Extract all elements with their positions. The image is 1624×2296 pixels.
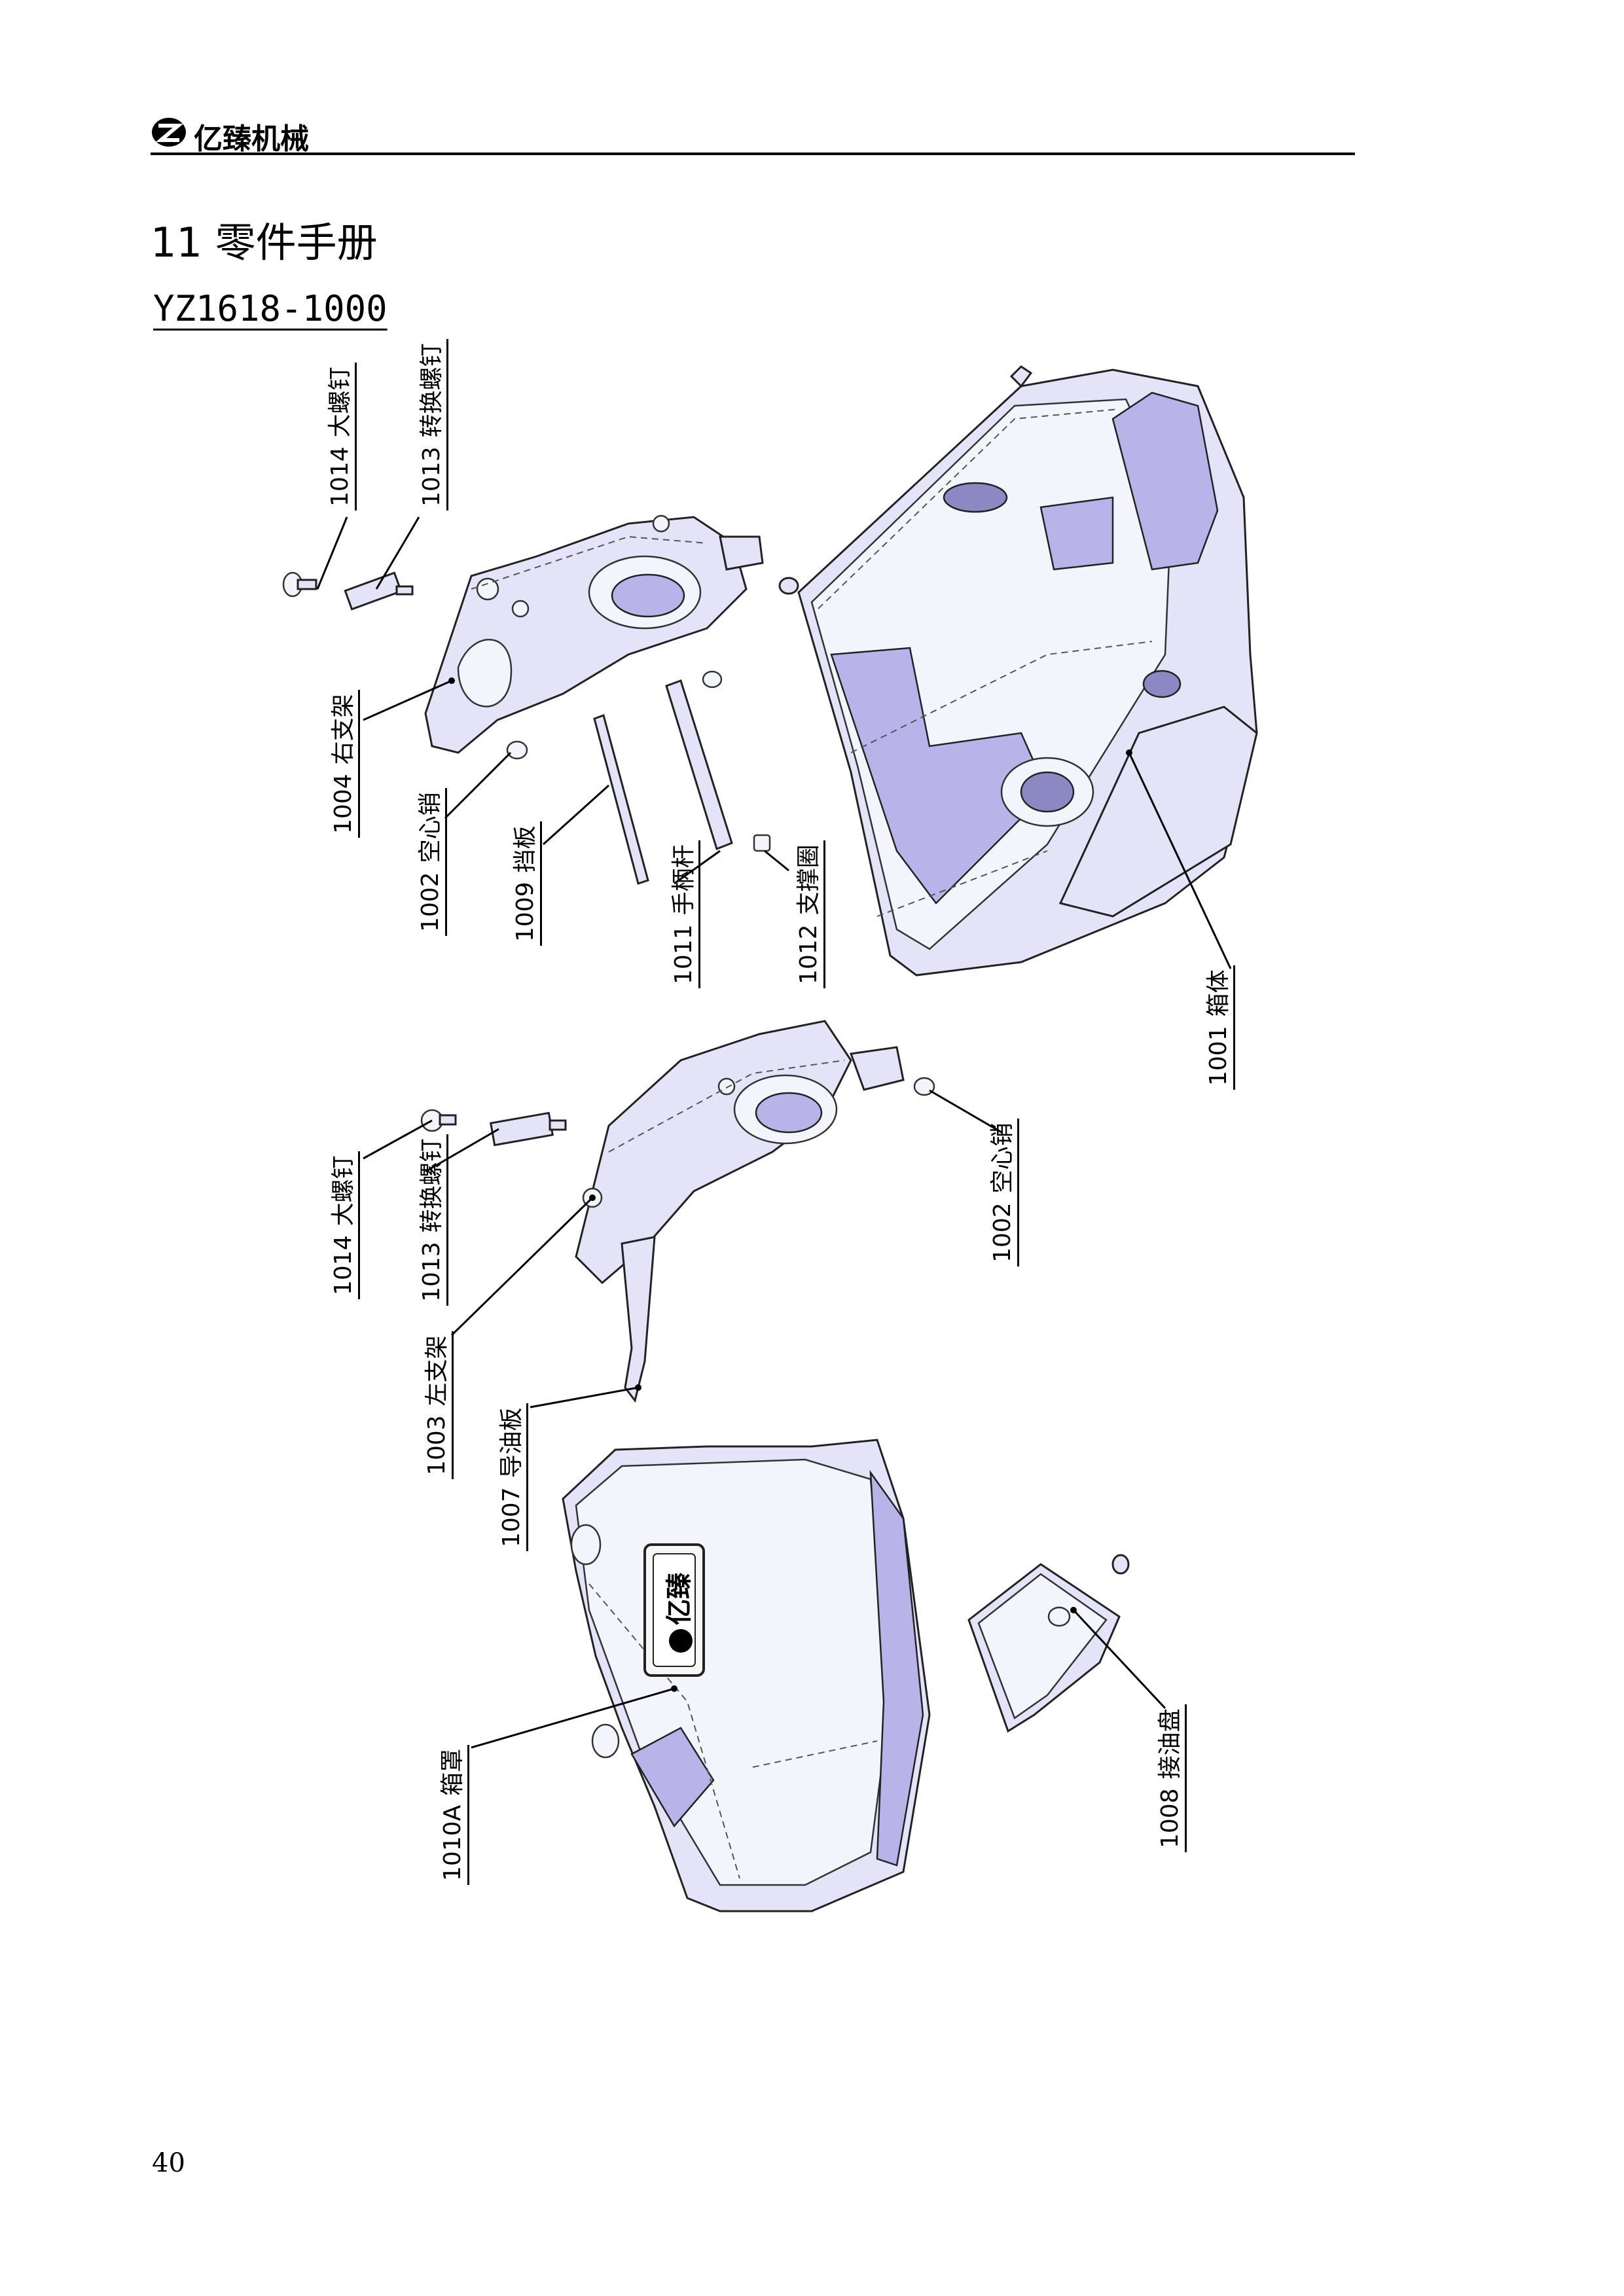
part-1012-support-ring	[753, 834, 771, 852]
callout-1009: 1009挡板	[512, 821, 542, 946]
part-1011-handle-rod	[665, 670, 733, 850]
part-1002-mid-pin	[913, 1077, 935, 1096]
page-header: 亿臻机械	[151, 110, 1355, 156]
brand-name: 亿臻机械	[194, 122, 309, 156]
section-title: 11 零件手册	[151, 219, 378, 266]
model-code: YZ1618-1000	[153, 288, 388, 329]
yizhen-logo-icon	[669, 1629, 693, 1653]
callout-1003: 1003左支架	[424, 1331, 454, 1479]
leader-lines	[316, 516, 1232, 1749]
callout-1014-mid: 1014大螺钉	[330, 1151, 360, 1299]
header-rule	[151, 152, 1355, 155]
part-1014-mid-screw	[420, 1109, 457, 1132]
callout-1001: 1001箱体	[1205, 965, 1235, 1090]
callout-1012: 1012支撑圈	[795, 840, 825, 988]
callout-1002-top: 1002空心销	[417, 788, 447, 936]
callout-1002-mid: 1002空心销	[989, 1119, 1019, 1266]
callout-1013-top: 1013转换螺钉	[418, 339, 448, 511]
part-1004-right-bracket	[424, 514, 764, 754]
part-1002-top-pin	[506, 740, 528, 760]
page-number: 40	[152, 2148, 185, 2178]
part-1010A-cover	[562, 1439, 931, 1912]
part-1013-top-adapter	[344, 571, 414, 611]
callout-1004: 1004右支架	[330, 690, 360, 838]
callout-1008: 1008接油盘	[1157, 1704, 1187, 1852]
part-1014-top-screw	[282, 571, 317, 598]
part-1007-oil-guide	[621, 1236, 656, 1403]
callout-1010A: 1010A箱罩	[439, 1744, 469, 1885]
part-1001-housing	[778, 365, 1258, 977]
part-1009-baffle	[593, 714, 649, 885]
callout-1014-top: 1014大螺钉	[327, 363, 357, 511]
callout-1013-mid: 1013转换螺钉	[418, 1134, 448, 1306]
cover-badge-text: 亿臻	[658, 1573, 696, 1653]
callout-1007: 1007导油板	[498, 1403, 528, 1551]
yizhen-logo-icon	[152, 118, 186, 147]
callout-1011: 1011手柄杆	[670, 840, 700, 988]
part-1013-mid-adapter	[489, 1111, 567, 1147]
